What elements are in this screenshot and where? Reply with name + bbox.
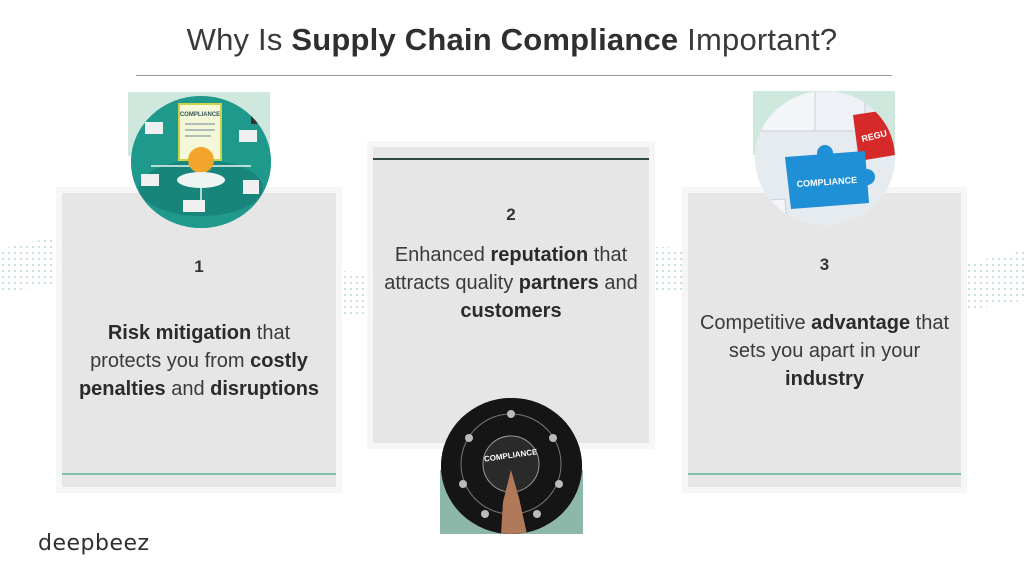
card-reputation: 2 Enhanced reputation that attracts qual… xyxy=(373,147,649,443)
page-title: Why Is Supply Chain Compliance Important… xyxy=(186,22,838,57)
card-text: Competitive advantage that sets you apar… xyxy=(688,309,961,393)
card-accent-bar xyxy=(62,473,336,475)
card-text-segment: that protects you from xyxy=(90,322,291,372)
card-text-emphasis: partners xyxy=(518,272,599,294)
card-text: Risk mitigation that protects you from c… xyxy=(62,319,336,403)
compliance-puzzle-icon: REGU COMPLIANCE xyxy=(755,91,895,225)
card-risk-mitigation: 1 Risk mitigation that protects you from… xyxy=(62,193,336,487)
card-number: 3 xyxy=(819,255,830,274)
card-text-segment: Competitive xyxy=(699,312,812,334)
compliance-document-network-icon: COMPLIANCE xyxy=(131,96,271,228)
card-text-emphasis: reputation xyxy=(490,244,589,266)
card-accent-bar xyxy=(688,473,961,475)
card-text-segment: that sets you apart in your xyxy=(728,312,949,362)
card-competitive-advantage: 3 Competitive advantage that sets you ap… xyxy=(688,193,961,487)
card-number: 1 xyxy=(194,257,204,276)
title-divider xyxy=(136,75,892,76)
card-text-segment: Enhanced xyxy=(394,244,491,266)
card-top-bar xyxy=(373,158,649,160)
card-text-emphasis: costly penalties xyxy=(78,350,308,400)
card-text-emphasis: advantage xyxy=(811,312,911,334)
card-text-segment: and xyxy=(598,272,638,294)
card-text-emphasis: customers xyxy=(460,300,562,322)
card-text-segment: and xyxy=(165,378,211,400)
card-text-emphasis: disruptions xyxy=(210,378,320,400)
brand-logo: deepbeez xyxy=(38,531,150,556)
card-number: 2 xyxy=(506,205,516,224)
doc-label: COMPLIANCE xyxy=(180,112,220,118)
card-text: Enhanced reputation that attracts qualit… xyxy=(373,241,649,325)
compliance-touch-diagram-icon: COMPLIANCE xyxy=(441,398,582,534)
card-text-emphasis: Risk mitigation xyxy=(107,322,252,344)
card-text-emphasis: industry xyxy=(785,368,864,390)
puzzle-label: COMPLIANCE xyxy=(796,175,857,189)
card-text-segment: that attracts quality xyxy=(384,244,628,294)
